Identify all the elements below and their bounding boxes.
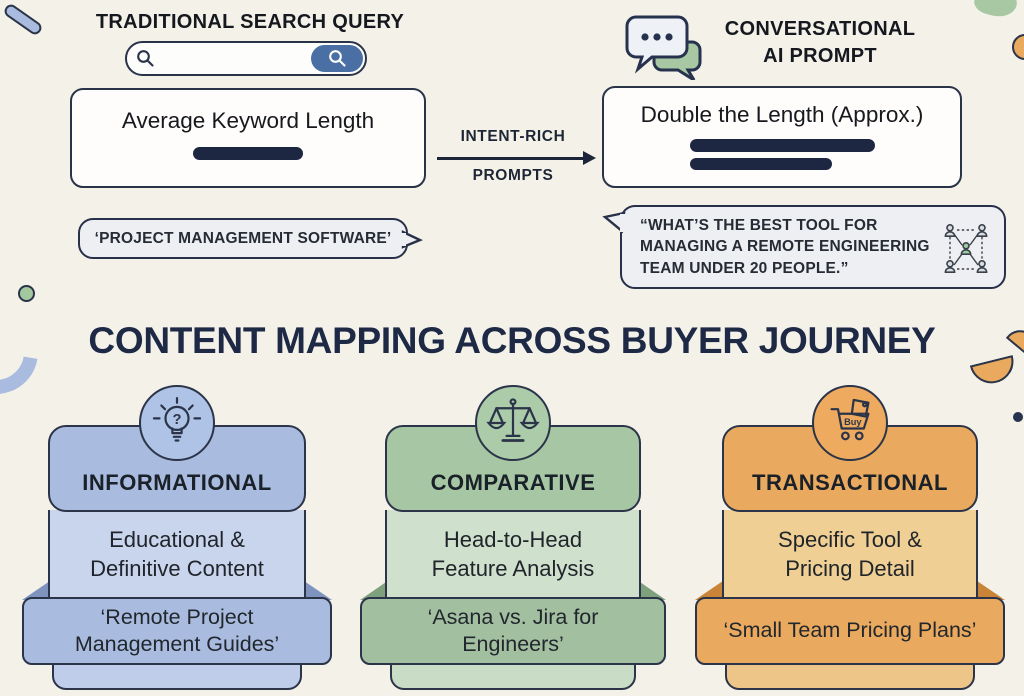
balance-scales-icon	[475, 385, 551, 461]
search-example-text: ‘PROJECT MANAGEMENT SOFTWARE’	[94, 229, 392, 247]
arrow-label-bottom: PROMPTS	[472, 167, 554, 184]
column-description: Head-to-Head Feature Analysis	[385, 510, 641, 601]
magnifier-icon	[328, 50, 346, 67]
double-length-card: Double the Length (Approx.)	[602, 86, 962, 188]
search-button[interactable]	[311, 45, 363, 72]
arrow-line	[437, 157, 585, 160]
search-bar[interactable]	[125, 41, 367, 76]
orange-circle-shape	[1012, 34, 1024, 60]
arrow-head	[583, 151, 596, 165]
column-description: Specific Tool & Pricing Detail	[722, 510, 978, 601]
conversational-ai-title: CONVERSATIONAL AI PROMPT	[724, 18, 916, 67]
green-dot-shape	[18, 285, 35, 302]
shopping-cart-buy-icon: Buy	[812, 385, 888, 461]
cart-buy-label: Buy	[844, 417, 862, 427]
arrow-label-top: INTENT-RICH	[460, 128, 566, 145]
column-description: Educational & Definitive Content	[48, 510, 306, 601]
bubble-tail	[602, 211, 626, 234]
keyword-length-card: Average Keyword Length	[70, 88, 426, 188]
long-prompt-bar-1	[690, 139, 875, 152]
bubble-tail	[401, 230, 423, 249]
keyword-length-label: Average Keyword Length	[121, 108, 375, 133]
blue-worm-shape	[2, 2, 44, 37]
column-example-banner: ‘Small Team Pricing Plans’	[695, 597, 1005, 665]
double-length-label: Double the Length (Approx.)	[640, 102, 924, 127]
navy-dot-shape	[1013, 412, 1023, 422]
traditional-search-title: TRADITIONAL SEARCH QUERY	[95, 11, 405, 33]
search-example-bubble: ‘PROJECT MANAGEMENT SOFTWARE’	[78, 218, 423, 259]
short-keyword-bar	[193, 147, 303, 160]
column-example-banner: ‘Asana vs. Jira for Engineers’	[360, 597, 666, 665]
svg-text:?: ?	[173, 412, 182, 428]
lightbulb-question-icon: ?	[139, 385, 215, 461]
magnifier-icon	[137, 50, 154, 67]
long-prompt-bar-2	[690, 157, 832, 170]
prompt-example-text: “WHAT’S THE BEST TOOL FOR MANAGING A REM…	[640, 216, 930, 277]
prompt-example-bubble: “WHAT’S THE BEST TOOL FOR MANAGING A REM…	[602, 205, 1006, 289]
section-title: CONTENT MAPPING ACROSS BUYER JOURNEY	[88, 320, 936, 361]
green-blob-shape	[971, 0, 1021, 21]
column-example-banner: ‘Remote Project Management Guides’	[22, 597, 332, 665]
team-network-icon	[944, 224, 988, 273]
chat-bubbles-icon	[625, 15, 702, 80]
